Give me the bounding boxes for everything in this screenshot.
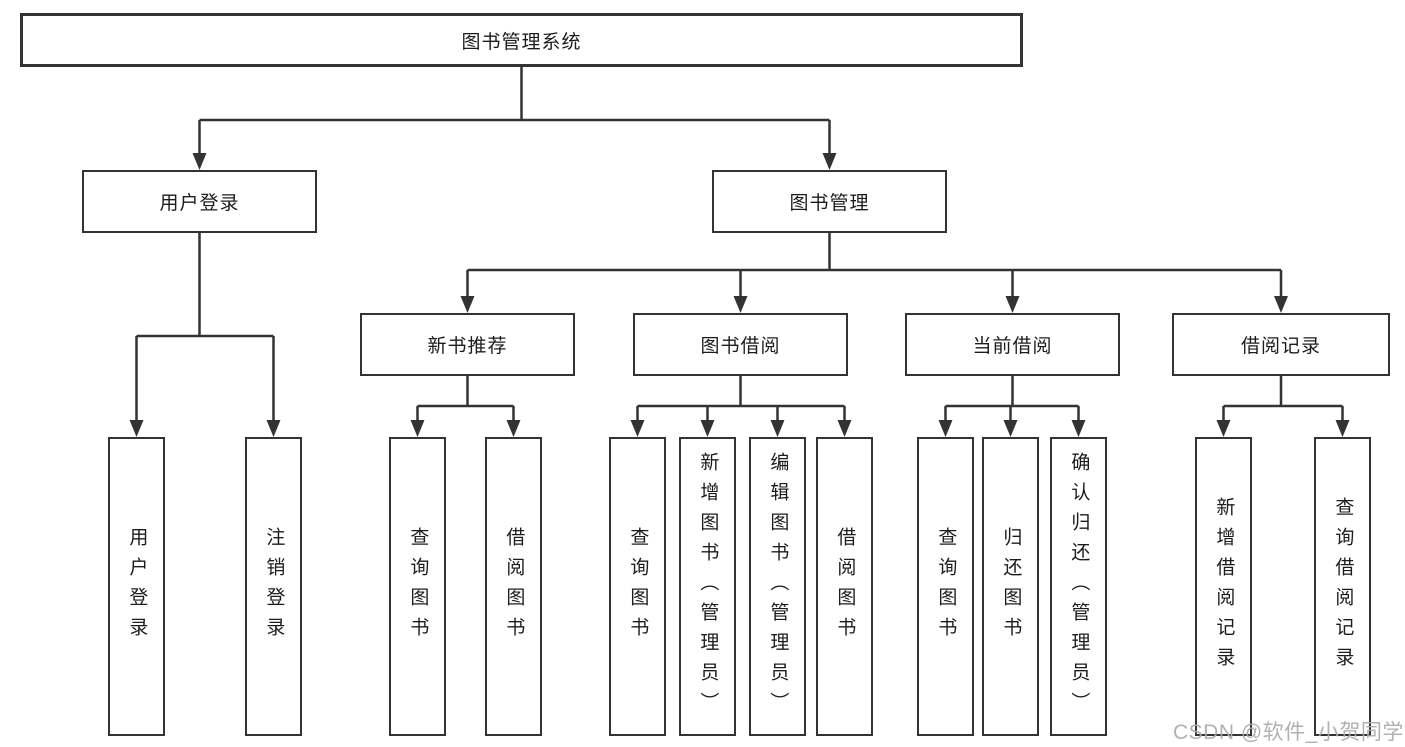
node-label: 用户登录 — [126, 526, 148, 647]
leaf-logout: 注销登录 — [245, 437, 302, 736]
node-label: 当前借阅 — [972, 336, 1053, 357]
node-label: 图书借阅 — [700, 336, 781, 357]
node-label: 查询图书 — [935, 526, 957, 647]
node-label: 用户登录 — [159, 193, 240, 214]
node-label: 新增借阅记录 — [1213, 496, 1235, 677]
node-label: 借阅图书 — [503, 526, 525, 647]
csdn-watermark: CSDN @软件_小贺同学 — [1173, 721, 1404, 744]
node-label: 借阅记录 — [1240, 336, 1321, 357]
leaf-confirm-return-admin: 确认归还（管理员） — [1050, 437, 1107, 736]
node-label: 借阅图书 — [834, 526, 856, 647]
node-label: 新增图书（管理员） — [697, 451, 719, 722]
leaf-add-books-admin: 新增图书（管理员） — [679, 437, 736, 736]
leaf-query-books-1: 查询图书 — [389, 437, 446, 736]
node-label: 注销登录 — [263, 526, 285, 647]
node-book-borrowing: 图书借阅 — [633, 313, 848, 376]
node-label: 图书管理系统 — [461, 31, 582, 53]
node-label: 查询借阅记录 — [1332, 496, 1354, 677]
node-current-borrowing: 当前借阅 — [905, 313, 1120, 376]
leaf-query-books-2: 查询图书 — [609, 437, 666, 736]
node-label: 查询图书 — [407, 526, 429, 647]
leaf-add-borrow-record: 新增借阅记录 — [1195, 437, 1252, 736]
node-borrowing-records: 借阅记录 — [1172, 313, 1390, 376]
leaf-borrow-books-2: 借阅图书 — [816, 437, 873, 736]
node-label: 归还图书 — [1000, 526, 1022, 647]
leaf-return-books: 归还图书 — [982, 437, 1039, 736]
node-label: 查询图书 — [627, 526, 649, 647]
node-label: 图书管理 — [789, 193, 870, 214]
leaf-borrow-books-1: 借阅图书 — [485, 437, 542, 736]
node-label: 编辑图书（管理员） — [767, 451, 789, 722]
node-label: 新书推荐 — [427, 336, 508, 357]
leaf-query-books-3: 查询图书 — [917, 437, 974, 736]
leaf-user-login: 用户登录 — [108, 437, 165, 736]
node-new-book-recommendation: 新书推荐 — [360, 313, 575, 376]
node-user-login-branch: 用户登录 — [82, 170, 317, 233]
node-label: 确认归还（管理员） — [1068, 451, 1090, 722]
node-root-system: 图书管理系统 — [20, 13, 1023, 67]
node-book-management-branch: 图书管理 — [712, 170, 947, 233]
leaf-edit-books-admin: 编辑图书（管理员） — [749, 437, 806, 736]
leaf-query-borrow-record: 查询借阅记录 — [1314, 437, 1371, 736]
tree-edges — [135, 67, 1344, 422]
